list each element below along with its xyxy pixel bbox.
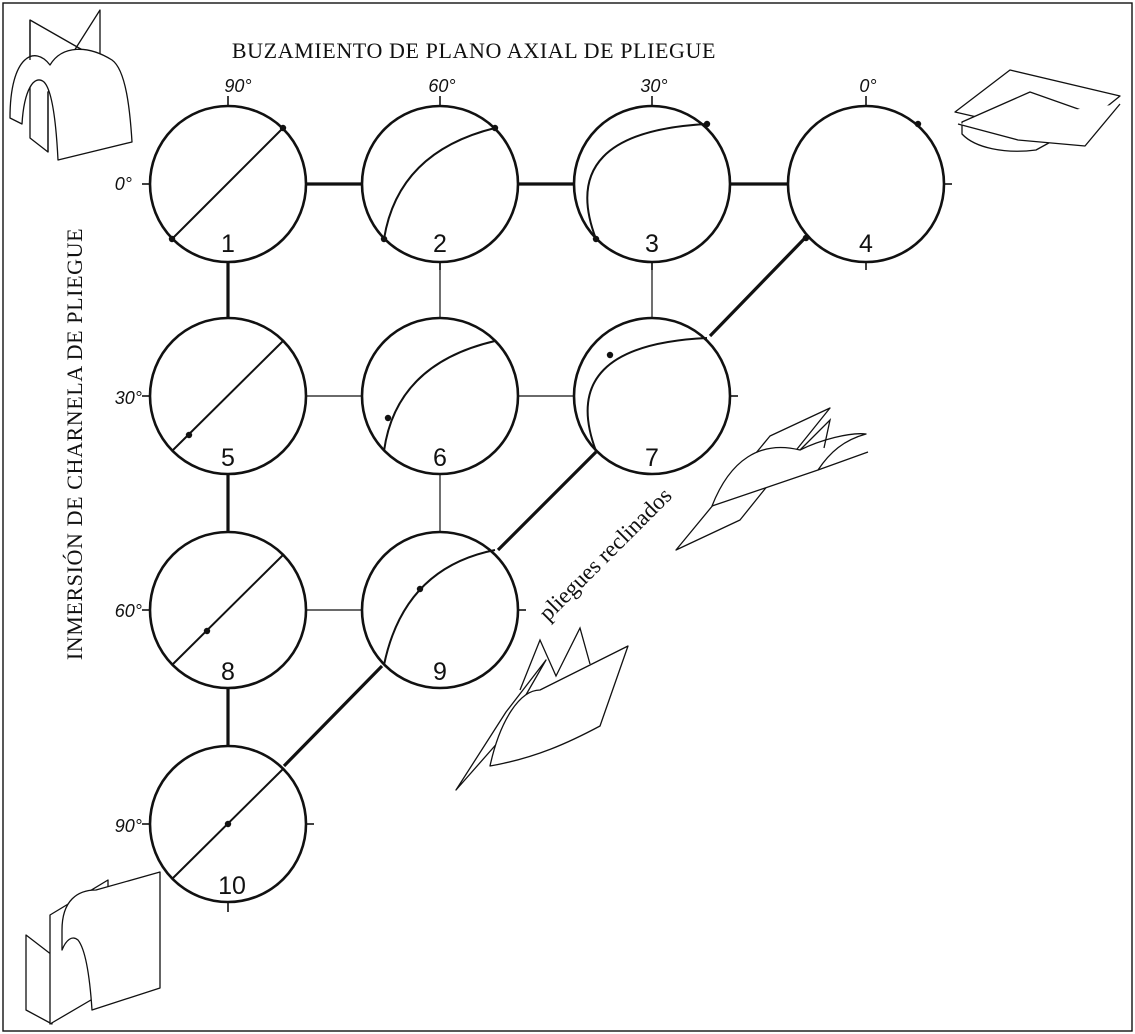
stereonet-4: 4 <box>786 96 952 270</box>
stereonet-5: 5 <box>142 316 308 476</box>
dip-label-0: 0° <box>859 76 876 96</box>
hinge-point <box>914 120 922 128</box>
diagonal-7-9 <box>496 450 598 552</box>
hinge-point <box>380 235 388 243</box>
hinge-point <box>224 820 232 828</box>
axial-plane-trace <box>171 127 284 240</box>
hinge-point <box>416 585 424 593</box>
stereonet-8: 8 <box>142 530 308 690</box>
connector-lines <box>226 182 807 768</box>
hinge-point <box>606 351 614 359</box>
stereonet-3: 3 <box>572 96 732 270</box>
plunge-label-60: 60° <box>115 601 142 621</box>
fold-edges <box>519 626 591 691</box>
hinge-point <box>491 124 499 132</box>
lower-limb <box>957 103 1121 147</box>
axial-plane-trace <box>586 123 708 240</box>
stereonet-1: 1 <box>142 96 314 270</box>
axial-plane-edge <box>29 20 49 152</box>
stereonet-6: 6 <box>360 316 520 476</box>
upright-fold-sketch <box>9 9 133 161</box>
fold-surface <box>711 433 867 507</box>
axial-plane-dip-title: BUZAMIENTO DE PLANO AXIAL DE PLIEGUE <box>232 38 716 63</box>
stereonet-7: 7 <box>572 316 738 476</box>
hinge-point <box>703 120 711 128</box>
hinge-point <box>185 431 193 439</box>
stereonet-9: 9 <box>360 530 526 690</box>
fold-surface <box>489 645 629 767</box>
hinge-point <box>592 235 600 243</box>
recumbent-horizontal-fold-sketch <box>954 69 1121 152</box>
hinge-point <box>168 235 176 243</box>
net-number: 9 <box>433 658 447 686</box>
fold-edges <box>799 417 869 471</box>
net-circle <box>360 316 520 476</box>
net-number: 6 <box>433 444 447 472</box>
net-number: 4 <box>859 230 873 258</box>
dip-label-60: 60° <box>428 76 455 96</box>
vertical-fold-sketch <box>25 871 161 1025</box>
hinge-plunge-title: INMERSIÓN DE CHARNELA DE PLIEGUE <box>62 228 87 660</box>
net-number: 2 <box>433 230 447 258</box>
plunge-label-0: 0° <box>115 174 132 194</box>
fold-surface <box>61 871 161 1011</box>
lower-limb <box>455 659 547 791</box>
reclined-fold-sketch-upper <box>675 407 869 551</box>
axial-plane-trace <box>383 340 496 452</box>
stereonet-2: 2 <box>360 96 520 270</box>
hinge-point <box>279 124 287 132</box>
axial-plane-trace <box>171 554 284 666</box>
dip-label-30: 30° <box>640 76 667 96</box>
plunge-label-90: 90° <box>115 816 142 836</box>
fold-limb <box>25 934 53 1025</box>
diagonal-9-10 <box>282 664 384 768</box>
hinge-point <box>384 414 392 422</box>
dip-label-90: 90° <box>224 76 251 96</box>
plunge-label-30: 30° <box>115 388 142 408</box>
axial-plane-trace <box>586 337 708 452</box>
reclined-fold-sketch-lower <box>455 626 629 791</box>
net-number: 10 <box>218 872 246 900</box>
net-number: 8 <box>221 658 235 686</box>
net-number: 1 <box>221 230 235 258</box>
hinge-point <box>802 234 810 242</box>
net-number: 3 <box>645 230 659 258</box>
fold-surface <box>9 48 133 161</box>
diagonal-4-7 <box>708 236 807 338</box>
net-number: 7 <box>645 444 659 472</box>
hinge-point <box>203 627 211 635</box>
recumbent-folds-label: pliegues reclinados <box>534 483 677 626</box>
stereonet-10: 10 <box>142 744 314 912</box>
net-number: 5 <box>221 444 235 472</box>
axial-plane-trace <box>383 127 496 240</box>
